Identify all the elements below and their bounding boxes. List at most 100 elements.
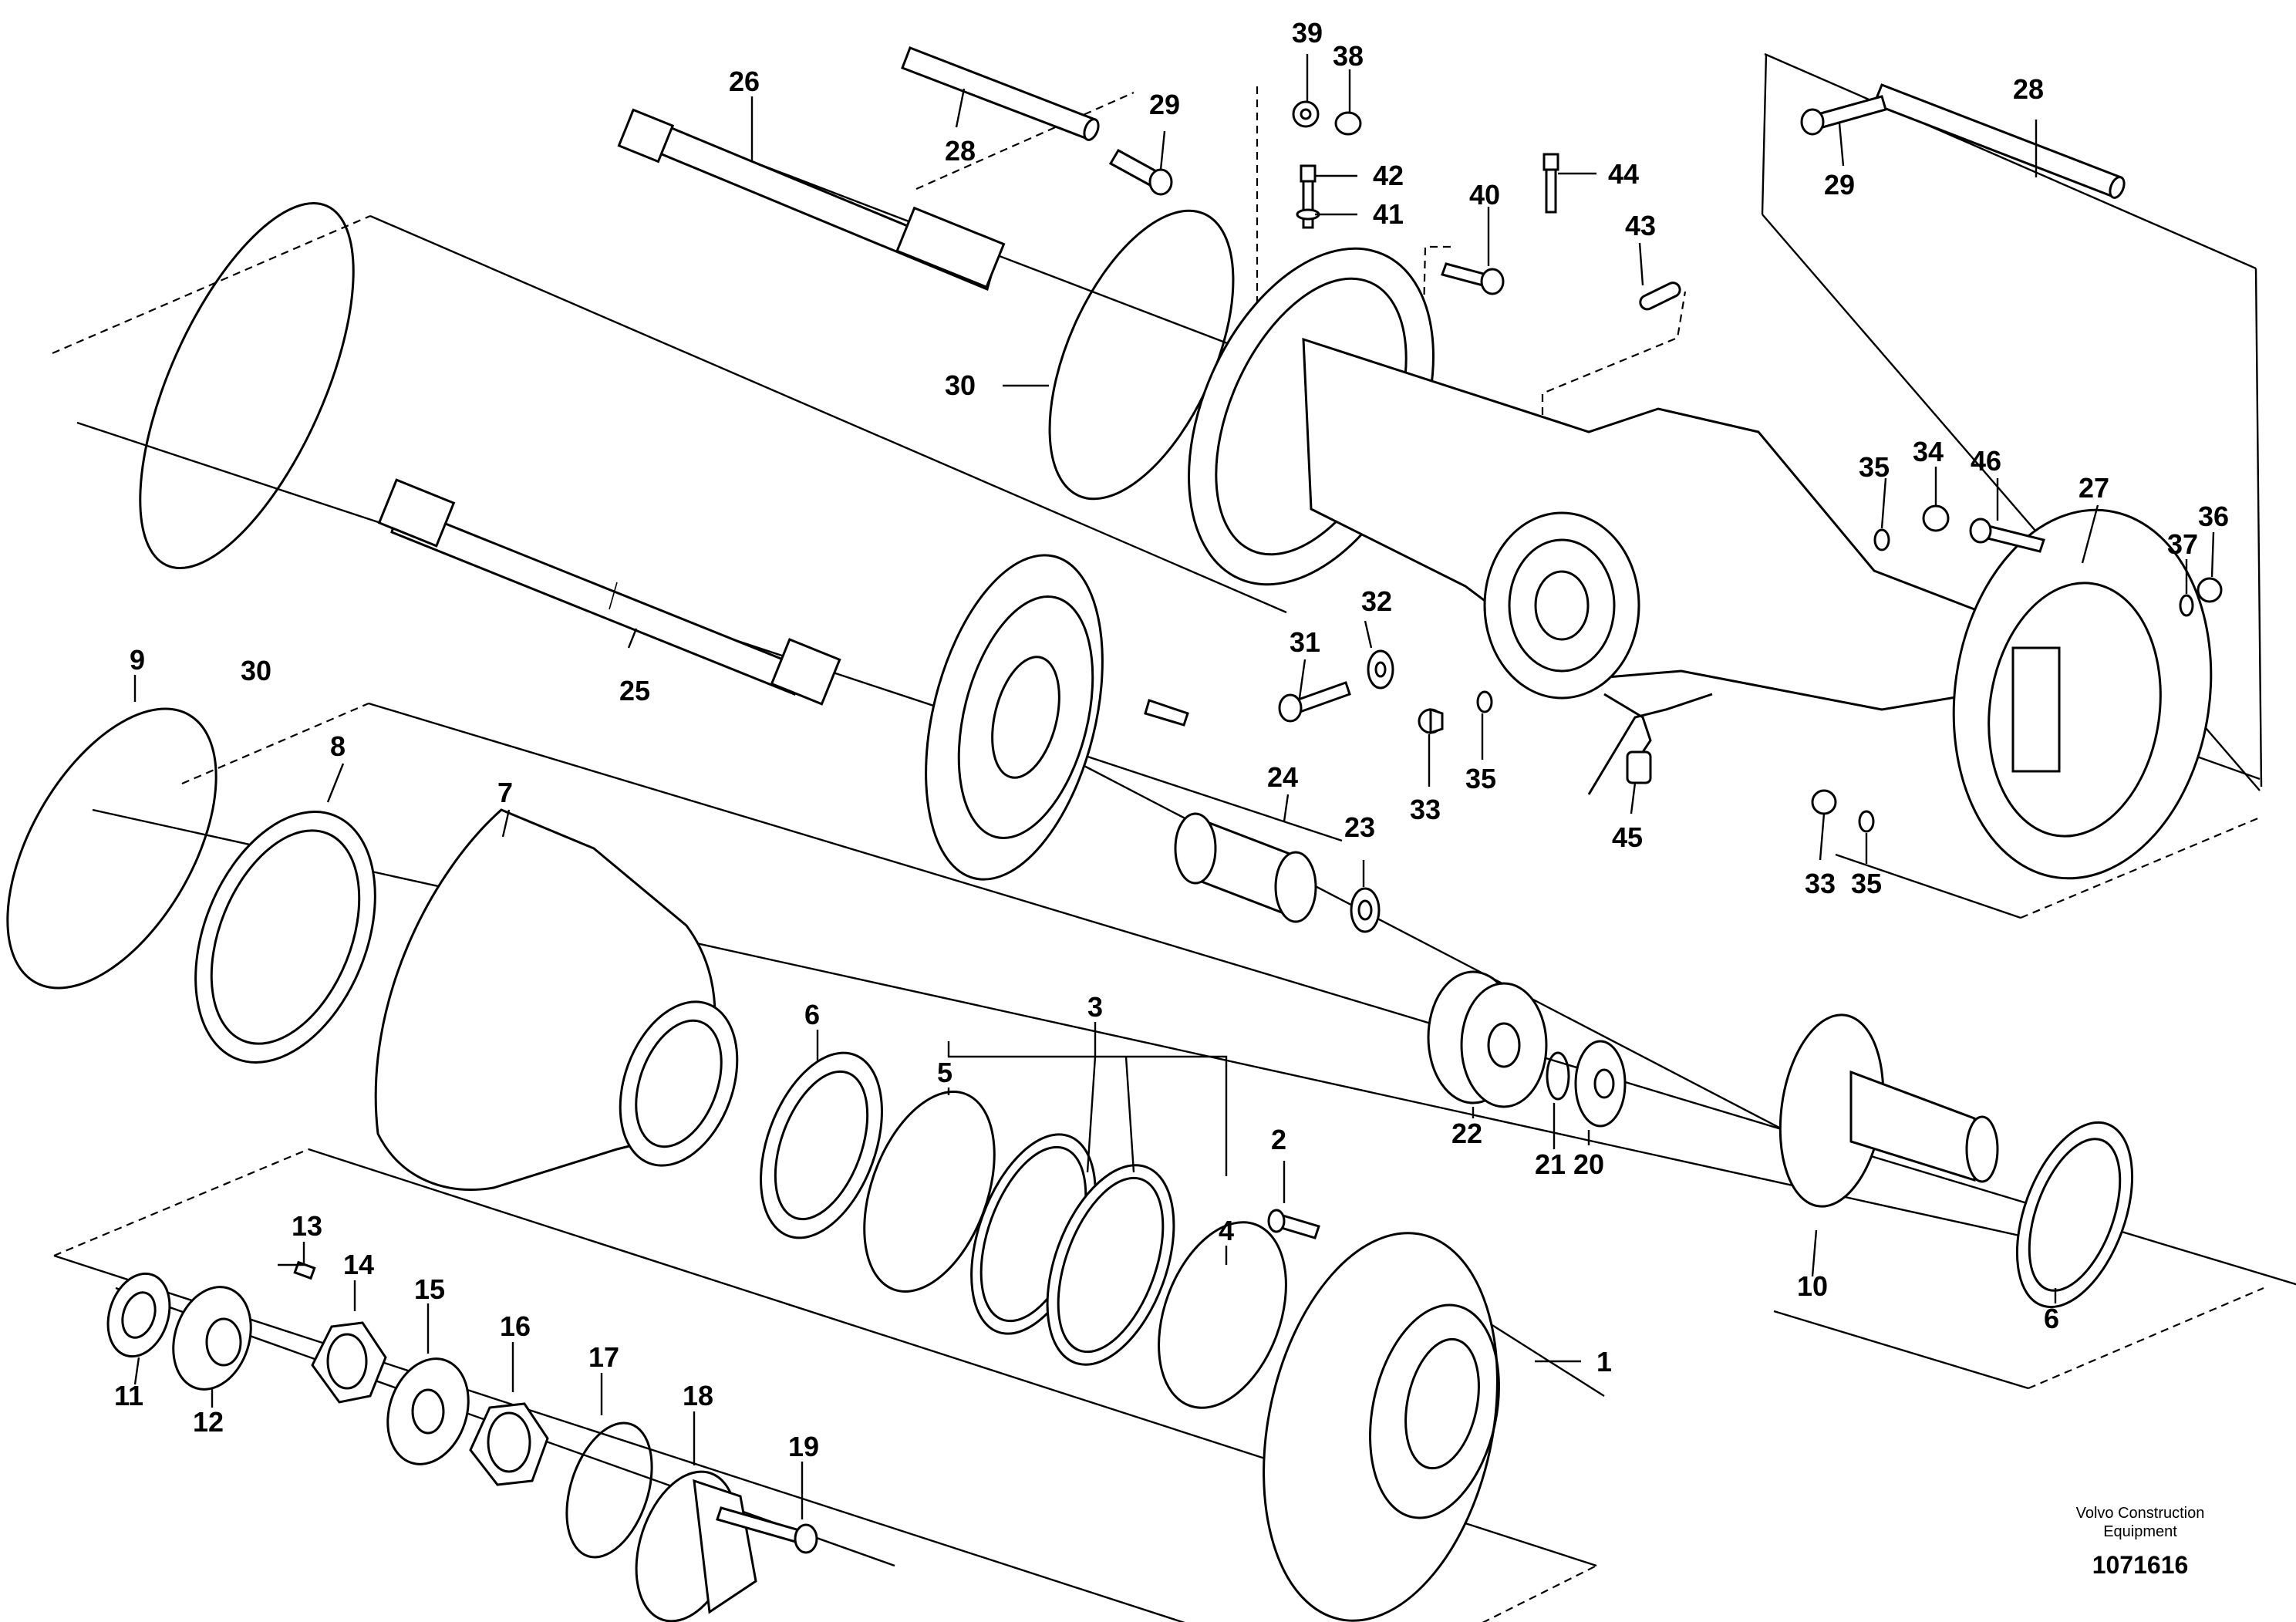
callout-44: 44 <box>1608 158 1639 190</box>
callout-26: 26 <box>729 66 760 97</box>
rod-28-right <box>1873 83 2126 199</box>
callout-28a: 28 <box>945 135 976 167</box>
callout-21: 21 <box>1535 1148 1566 1180</box>
brand-block: Volvo Construction Equipment 1071616 <box>2076 1505 2205 1579</box>
seal-kit-3 <box>970 1133 1175 1366</box>
callout-13: 13 <box>292 1210 322 1242</box>
callout-5: 5 <box>937 1057 952 1088</box>
bearing-6-right <box>2015 1121 2134 1309</box>
washer-39 <box>1292 100 1320 128</box>
washer-23 <box>1350 887 1381 933</box>
callout-45: 45 <box>1612 821 1643 853</box>
planet-carrier-7 <box>374 808 739 1191</box>
callout-24: 24 <box>1267 761 1298 793</box>
callout-16: 16 <box>500 1310 531 1342</box>
callout-7: 7 <box>497 777 513 808</box>
washer-35-right <box>1858 810 1875 833</box>
bolt-19 <box>716 1506 818 1554</box>
washer-32 <box>1367 649 1394 690</box>
washer-37 <box>2179 594 2194 617</box>
callout-6b: 6 <box>2044 1303 2059 1334</box>
plug-33-left <box>1418 707 1444 735</box>
doc-number: 1071616 <box>2092 1551 2189 1579</box>
bolt-29-right <box>1800 95 1887 136</box>
axle-housing <box>1188 247 2213 880</box>
pin-43 <box>1639 282 1681 311</box>
pinion-24 <box>1174 812 1317 923</box>
seal-8 <box>194 811 376 1064</box>
callout-4: 4 <box>1219 1215 1234 1246</box>
callout-42: 42 <box>1373 160 1404 191</box>
callout-43: 43 <box>1625 210 1656 241</box>
callout-40: 40 <box>1469 179 1500 211</box>
o-ring-4 <box>1158 1221 1287 1409</box>
callout-3: 3 <box>1087 991 1103 1023</box>
callout-28b: 28 <box>2013 73 2044 105</box>
brake-disc-assembly <box>925 554 1189 881</box>
plug-33-right <box>1811 789 1837 815</box>
callout-8: 8 <box>330 730 346 762</box>
callout-19: 19 <box>788 1431 819 1462</box>
snap-ring-9 <box>6 707 217 990</box>
brand-line-1: Volvo Construction <box>2076 1505 2205 1522</box>
callout-25: 25 <box>619 675 650 706</box>
callout-35b: 35 <box>1465 763 1496 794</box>
plug-34 <box>1922 504 1950 532</box>
hub-10 <box>1778 1013 1999 1208</box>
callout-29b: 29 <box>1824 169 1855 201</box>
callout-27: 27 <box>2079 472 2109 504</box>
bolt-46 <box>1969 518 2045 553</box>
callout-46: 46 <box>1971 445 2001 477</box>
callout-9: 9 <box>130 644 145 676</box>
group-outlines <box>52 52 2296 1622</box>
wheel-hub-1 <box>1263 1232 1500 1622</box>
callout-33b: 33 <box>1805 868 1836 899</box>
drive-shaft-26 <box>617 108 1006 292</box>
callout-15: 15 <box>414 1273 445 1305</box>
callout-34: 34 <box>1913 436 1944 467</box>
washer-35-top <box>1873 528 1890 551</box>
flange-12 <box>172 1286 252 1391</box>
callout-20: 20 <box>1573 1148 1604 1180</box>
callout-22: 22 <box>1451 1118 1482 1149</box>
callout-30b: 30 <box>241 655 271 686</box>
bolt-2 <box>1267 1209 1320 1239</box>
callout-18: 18 <box>683 1380 713 1411</box>
callout-35a: 35 <box>1859 451 1890 483</box>
callout-38: 38 <box>1333 40 1364 72</box>
nut-14 <box>311 1321 387 1404</box>
gear-20 <box>1574 1040 1627 1128</box>
rod-28-top <box>901 46 1100 141</box>
brand-line-2: Equipment <box>2103 1523 2177 1540</box>
callout-17: 17 <box>588 1341 619 1373</box>
washer-35-left <box>1476 690 1493 713</box>
callout-23: 23 <box>1344 811 1375 843</box>
callout-10: 10 <box>1797 1270 1828 1302</box>
bearing-6-left <box>760 1051 883 1239</box>
o-ring-17 <box>565 1421 653 1559</box>
bolt-31 <box>1278 681 1351 723</box>
callout-6a: 6 <box>804 999 820 1030</box>
plug-38 <box>1334 111 1362 136</box>
callout-12: 12 <box>193 1406 224 1438</box>
pin-13 <box>293 1260 316 1280</box>
callout-1: 1 <box>1596 1346 1612 1378</box>
callout-41: 41 <box>1373 198 1404 230</box>
plug-36 <box>2197 577 2223 603</box>
leader-lines <box>133 54 2215 1519</box>
sensor-45 <box>1587 693 1713 795</box>
o-ring-30-left <box>139 202 355 569</box>
callout-11: 11 <box>114 1380 143 1411</box>
plug-40 <box>1441 262 1505 295</box>
nut-16 <box>469 1402 549 1486</box>
lock-washer-15 <box>386 1357 470 1465</box>
callout-39: 39 <box>1292 17 1323 49</box>
cover-18 <box>635 1470 757 1622</box>
snap-ring-21 <box>1546 1051 1570 1101</box>
callout-37: 37 <box>2167 528 2198 560</box>
callout-35c: 35 <box>1851 868 1882 899</box>
breather-44 <box>1542 153 1559 214</box>
callout-30a: 30 <box>945 369 976 401</box>
callout-32: 32 <box>1361 585 1392 617</box>
